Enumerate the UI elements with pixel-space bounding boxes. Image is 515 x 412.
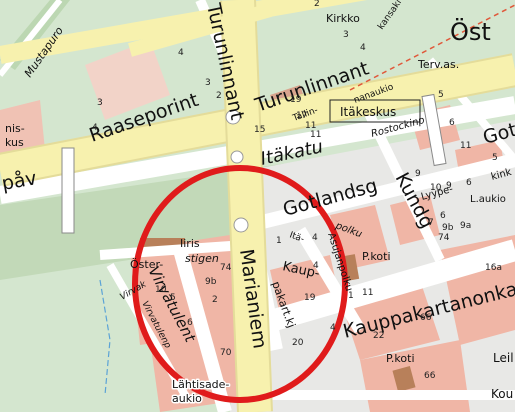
house-number: 9 <box>446 181 452 191</box>
street-label-kinkk: kink <box>490 167 513 183</box>
house-numbers: 3 4 4 3 2 19 17 11 11 15 2 4 3 5 6 11 5 … <box>92 0 502 381</box>
house-number: 74 <box>438 233 450 243</box>
house-number: 66 <box>420 313 432 323</box>
house-number: 6 <box>449 118 455 128</box>
house-number: 11 <box>460 141 471 151</box>
place-label-kirkko: Kirkko <box>326 12 360 25</box>
place-label-lahtisade-1: Lähtisade- <box>172 378 229 391</box>
house-number: 5 <box>170 293 176 303</box>
house-number: 22 <box>373 331 384 341</box>
house-number: 4 <box>92 123 98 133</box>
place-label-itakeskus: Itäkeskus <box>340 105 396 119</box>
house-number: 11 <box>305 121 316 131</box>
place-label-kous: Kou <box>491 387 513 401</box>
boundary-line <box>349 4 515 91</box>
place-label-kus: kus <box>5 136 24 149</box>
roundabouts <box>225 109 249 233</box>
house-number: 20 <box>292 338 304 348</box>
house-number: 4 <box>178 48 184 58</box>
place-label-lahtisade-2: aukio <box>172 392 202 405</box>
street-label-ostersti-2: stigen <box>185 252 219 265</box>
house-number: 9 <box>415 169 421 179</box>
bridges <box>61 93 447 234</box>
house-number: 10 <box>430 183 442 193</box>
house-number: 3 <box>205 78 211 88</box>
house-number: 16a <box>485 263 502 273</box>
house-number: 2 <box>212 295 218 305</box>
house-number: 17 <box>296 111 307 121</box>
house-number: 4 <box>360 43 366 53</box>
place-label-nis: nis- <box>5 122 25 135</box>
place-label-terv-as: Terv.as. <box>417 58 459 71</box>
place-label-p-koti-1: P.koti <box>362 250 391 263</box>
house-number: 70 <box>220 348 232 358</box>
house-number: 10 <box>155 285 167 295</box>
house-number: 5 <box>492 153 498 163</box>
place-label-l-aukio: L.aukio <box>470 194 506 205</box>
place-label-p-koti-2: P.koti <box>386 352 415 365</box>
house-number: 11 <box>310 130 321 140</box>
itakeskus-box <box>329 99 421 123</box>
street-label-iiris: Iiris <box>180 237 200 250</box>
street-label-ita: Itä- <box>288 230 305 245</box>
house-number: 15 <box>254 125 265 135</box>
place-label-ost: Öst <box>450 17 491 46</box>
house-number: 4 <box>330 323 336 333</box>
house-number: 3 <box>343 30 349 40</box>
house-number: 6 <box>466 178 472 188</box>
street-label-ostersti-1: Öster- <box>130 258 163 271</box>
house-number: 3 <box>97 98 103 108</box>
house-number: 9a <box>460 221 471 231</box>
house-number: 2 <box>216 91 222 101</box>
house-number: 6 <box>440 211 446 221</box>
house-number: 5 <box>438 90 444 100</box>
house-number: 4 <box>313 261 319 271</box>
house-number: 2 <box>314 0 320 9</box>
house-number: 66 <box>424 371 436 381</box>
streams <box>99 279 111 396</box>
house-number: 9b <box>205 277 217 287</box>
house-number: 7 <box>428 218 434 228</box>
house-number: 11 <box>362 288 373 298</box>
house-number: 19 <box>304 293 316 303</box>
highlight-circle <box>132 165 348 403</box>
house-number: 6 <box>187 318 193 328</box>
place-label-leil: Leil <box>493 351 514 365</box>
house-number: 9b <box>442 223 454 233</box>
house-number: 74 <box>220 263 232 273</box>
house-number: 1 <box>348 291 354 301</box>
house-number: 4 <box>312 233 318 243</box>
house-number: 19 <box>290 95 302 105</box>
house-number: 1 <box>276 236 282 246</box>
